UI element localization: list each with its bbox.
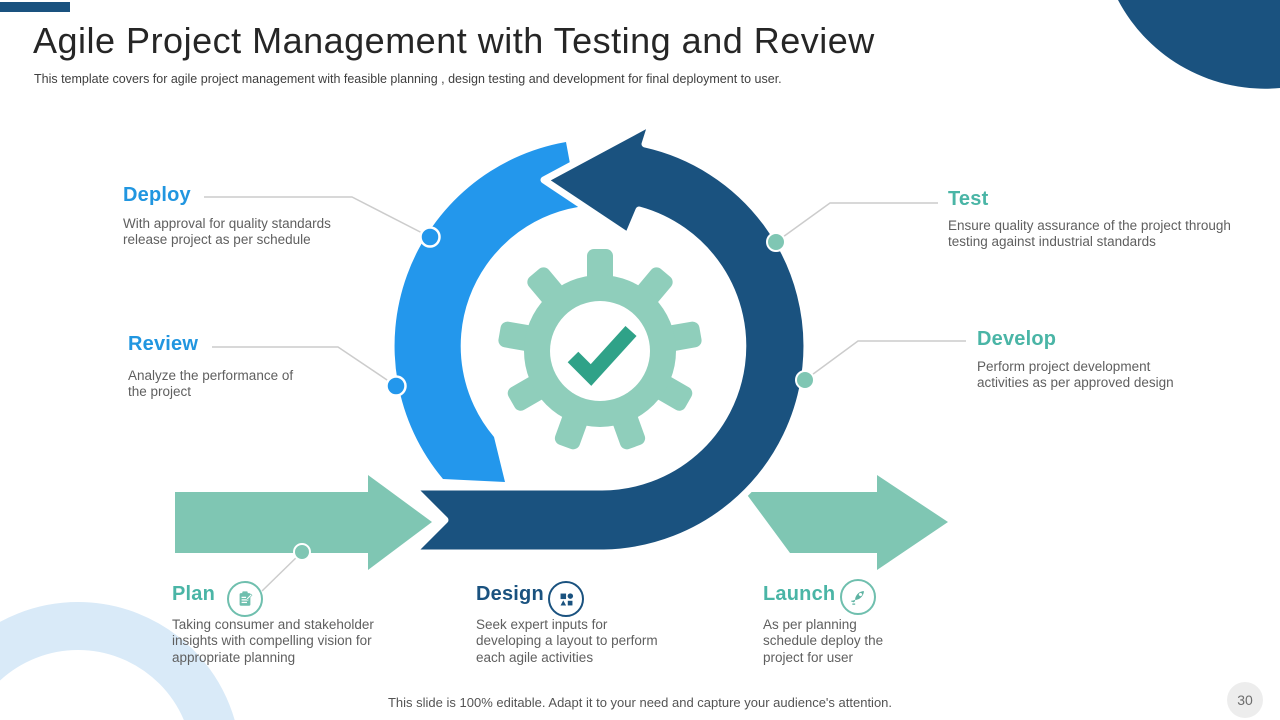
develop-connector [804,340,966,381]
footer-note: This slide is 100% editable. Adapt it to… [387,695,893,710]
review-description: Analyze the performance of the project [128,368,294,400]
design-description: Seek expert inputs for developing a layo… [476,617,658,665]
deploy-marker-dot [419,226,441,248]
clipboard-icon [227,581,263,617]
review-connector [212,346,397,387]
page-subtitle: This template covers for agile project m… [34,72,782,86]
deploy-review-arc [394,142,578,482]
plan-label: Plan [172,583,216,605]
launch-description: As per planning schedule deploy the proj… [763,617,884,665]
stage-review: Review Analyze the performance of the pr… [128,333,303,401]
top-right-corner-decoration [1118,0,1280,89]
stage-launch: Launch As per planning schedule deploy t… [763,583,903,666]
stage-develop: Develop Perform project development acti… [977,328,1197,392]
gear-check-icon [498,249,702,450]
test-label: Test [948,188,989,210]
plan-marker-dot [293,543,311,561]
review-marker-dot [385,375,407,397]
plan-arrow [175,475,432,570]
review-label: Review [128,333,199,355]
launch-arrow [745,475,948,570]
deploy-connector [204,196,431,238]
stage-deploy: Deploy With approval for quality standar… [123,184,363,249]
develop-description: Perform project development activities a… [977,359,1174,391]
deploy-description: With approval for quality standards rele… [123,216,331,248]
plan-connector [261,551,303,592]
develop-marker-dot [795,370,815,390]
test-description: Ensure quality assurance of the project … [948,218,1231,250]
checkmark-icon [567,325,637,386]
stage-design: Design Seek expert inputs for developing… [476,583,676,666]
page-title: Agile Project Management with Testing an… [33,20,875,61]
rocket-icon [840,579,876,615]
develop-test-arc [408,118,811,557]
top-left-accent-bar [0,2,70,12]
develop-label: Develop [977,328,1057,350]
deploy-label: Deploy [123,184,191,206]
stage-test: Test Ensure quality assurance of the pro… [948,188,1258,251]
design-label: Design [476,583,544,605]
stage-plan: Plan Taking consumer and stakeholder ins… [172,583,377,666]
launch-label: Launch [763,583,836,605]
test-marker-dot [766,232,786,252]
shapes-icon [548,581,584,617]
page-number-badge: 30 [1227,682,1263,718]
test-connector [775,202,938,243]
plan-description: Taking consumer and stakeholder insights… [172,617,374,665]
